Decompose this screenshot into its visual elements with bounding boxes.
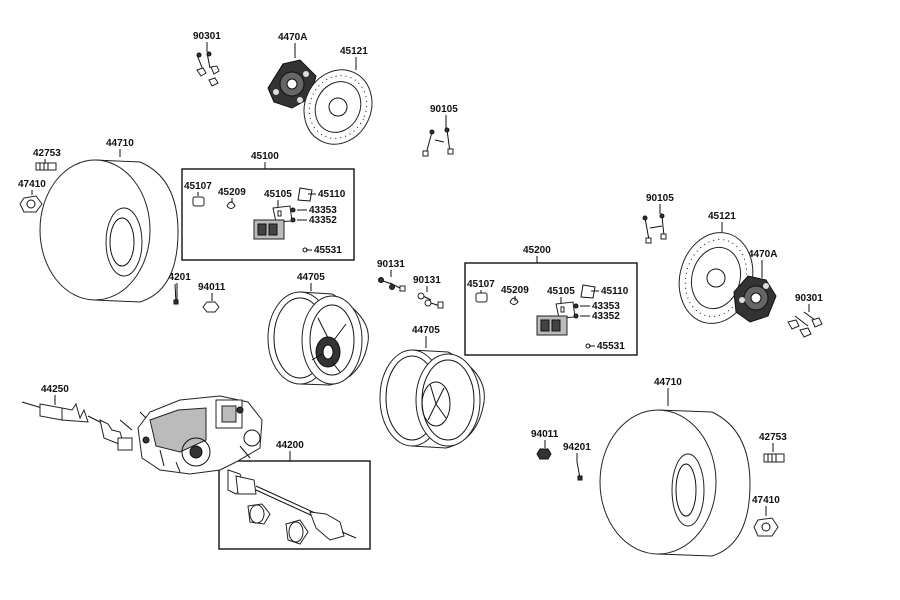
label-45100: 45100 xyxy=(251,151,279,162)
label-45121-top: 45121 xyxy=(340,46,368,57)
caliper-kit-box-45200 xyxy=(464,262,638,356)
bolts-90131-b xyxy=(417,292,444,309)
label-90301-right: 90301 xyxy=(795,293,823,304)
label-44710-left: 44710 xyxy=(106,138,134,149)
label-45531-a: 45531 xyxy=(314,245,342,256)
bolt-set-90301-right xyxy=(787,311,823,338)
tire-44710-left xyxy=(39,159,179,303)
leader-lines xyxy=(31,42,810,516)
drive-shaft-box-44200 xyxy=(218,460,371,550)
label-44705-a: 44705 xyxy=(297,272,325,283)
label-45107-b: 45107 xyxy=(467,279,495,290)
rim-44705-a xyxy=(267,291,369,386)
label-43353-a: 43353 xyxy=(309,205,337,216)
label-45531-b: 45531 xyxy=(597,341,625,352)
drive-shaft-44200-parts xyxy=(227,469,357,545)
label-94011-left: 94011 xyxy=(198,282,226,293)
lug-nut-47410-right xyxy=(753,517,779,537)
rim-44705-b xyxy=(379,349,485,449)
label-45209-a: 45209 xyxy=(218,187,246,198)
tire-44710-right xyxy=(599,409,751,557)
label-44705-b: 44705 xyxy=(412,325,440,336)
caliper-kit-box-45100 xyxy=(181,168,355,261)
label-43352-a: 43352 xyxy=(309,215,337,226)
label-45110-b: 45110 xyxy=(601,286,629,297)
valve-cap-42753-right xyxy=(763,453,785,463)
label-47410-right: 47410 xyxy=(752,495,780,506)
label-90301-top: 90301 xyxy=(193,31,221,42)
label-94201-right: 94201 xyxy=(563,442,591,453)
label-43352-b: 43352 xyxy=(592,311,620,322)
bolts-90131-a xyxy=(378,277,406,292)
brake-disc-45121-top xyxy=(303,69,373,145)
label-4470A-top: 4470A xyxy=(278,32,307,43)
valve-94201-left xyxy=(173,283,179,305)
nut-94011-left xyxy=(202,301,220,313)
label-42753-right: 42753 xyxy=(759,432,787,443)
wheel-hub-4470A-right xyxy=(733,275,777,323)
label-47410-left: 47410 xyxy=(18,179,46,190)
label-45209-b: 45209 xyxy=(501,285,529,296)
label-44250: 44250 xyxy=(41,384,69,395)
lug-nut-47410-left xyxy=(19,195,43,213)
label-4470A-right: 4470A xyxy=(748,249,777,260)
label-45110-a: 45110 xyxy=(318,189,346,200)
label-42753-left: 42753 xyxy=(33,148,61,159)
caliper-kit-45200-parts xyxy=(475,284,596,349)
label-45105-b: 45105 xyxy=(547,286,575,297)
label-44710-right: 44710 xyxy=(654,377,682,388)
label-45107-a: 45107 xyxy=(184,181,212,192)
bolt-set-90301-top xyxy=(196,51,220,87)
bolt-set-90105-top xyxy=(422,127,454,157)
label-94011-right: 94011 xyxy=(531,429,559,440)
label-44200: 44200 xyxy=(276,440,304,451)
label-90131-a: 90131 xyxy=(377,259,405,270)
label-43353-b: 43353 xyxy=(592,301,620,312)
label-45105-a: 45105 xyxy=(264,189,292,200)
nut-94011-right xyxy=(536,448,552,460)
label-94201-left: 94201 xyxy=(163,272,191,283)
label-90105-top: 90105 xyxy=(430,104,458,115)
label-90131-b: 90131 xyxy=(413,275,441,286)
bolt-set-90105-right xyxy=(642,213,667,244)
valve-94201-right xyxy=(576,461,583,481)
label-45121-right: 45121 xyxy=(708,211,736,222)
caliper-kit-45100-parts xyxy=(192,187,313,253)
part-labels: 90301 4470A 45121 90105 42753 44710 4741… xyxy=(18,31,823,506)
label-45200: 45200 xyxy=(523,245,551,256)
rear-differential-gearbox xyxy=(119,395,263,475)
valve-cap-42753-left xyxy=(35,162,57,171)
wheel-hub-4470A-top xyxy=(267,59,317,109)
drive-shaft-44250 xyxy=(21,401,133,451)
label-90105-right: 90105 xyxy=(646,193,674,204)
